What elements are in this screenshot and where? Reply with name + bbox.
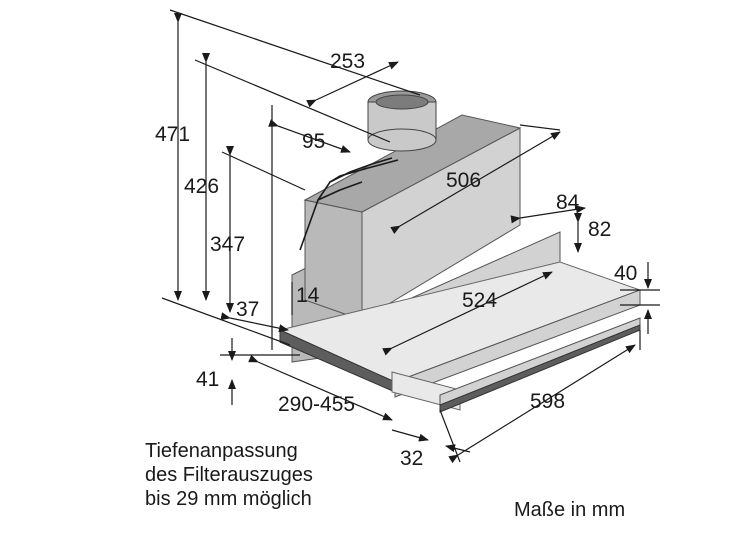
dim-598: 598 [530,390,565,413]
note-line-1: Tiefenanpassung [145,440,298,462]
notes: Tiefenanpassung des Filterauszuges bis 2… [145,440,625,521]
dimension-labels: 253 95 471 426 347 506 84 82 40 14 37 52… [155,50,637,470]
hood-body [278,90,642,413]
dim-95: 95 [302,130,325,153]
units-note: Maße in mm [514,499,625,521]
dim-84: 84 [556,191,580,214]
dim-37: 37 [236,298,259,321]
dim-524: 524 [462,289,497,312]
dim-253: 253 [330,50,365,73]
dim-82: 82 [588,218,611,241]
dim-426: 426 [184,175,219,198]
note-line-2: des Filterauszuges [145,464,313,486]
dim-40: 40 [614,262,637,285]
note-line-3: bis 29 mm möglich [145,488,312,510]
dim-41: 41 [196,368,219,391]
dim-14: 14 [296,284,320,307]
dim-471: 471 [155,123,190,146]
dim-506: 506 [446,169,481,192]
dim-32: 32 [400,447,423,470]
dimension-lines [161,9,660,464]
dim-290-455: 290-455 [278,393,355,416]
dim-347: 347 [210,233,245,256]
